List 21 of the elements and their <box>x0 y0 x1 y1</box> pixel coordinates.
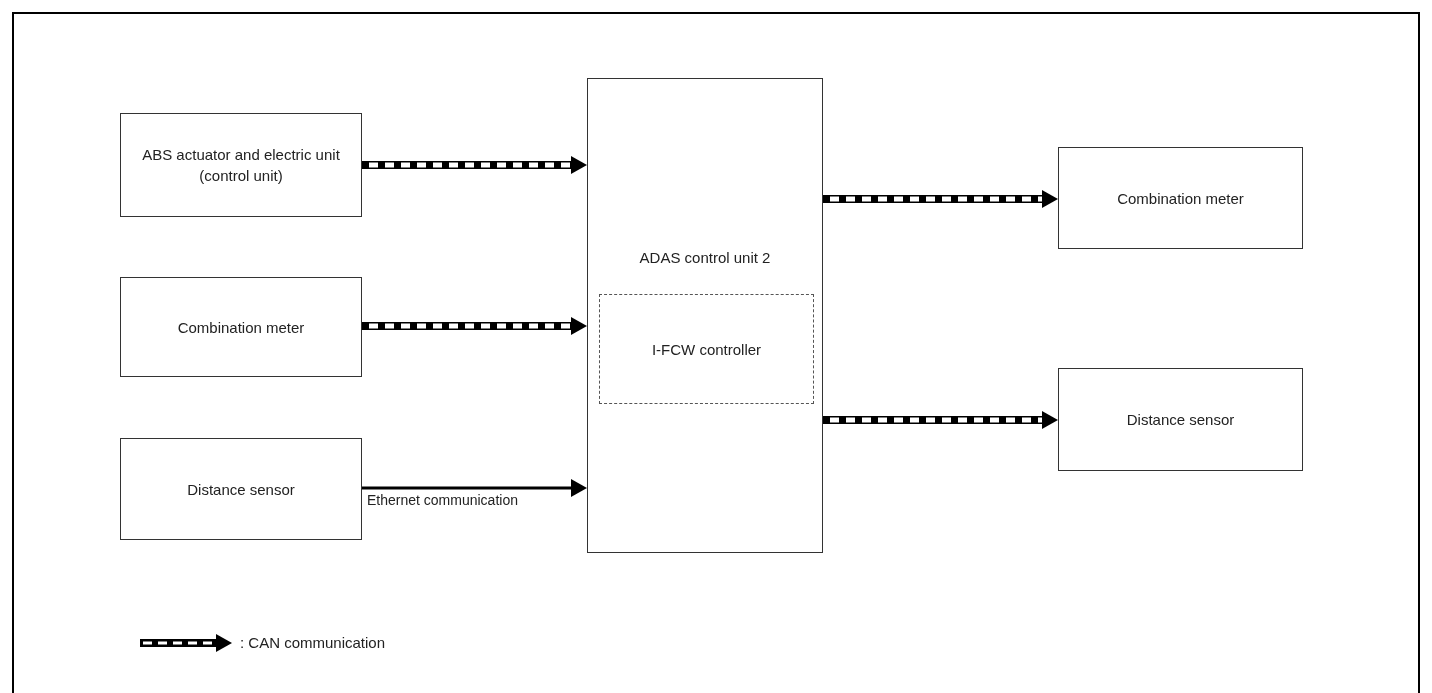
node-label: Distance sensor <box>1126 410 1235 430</box>
node-label: ABS actuator and electric unit (control unit) <box>141 145 341 186</box>
edge-label: Ethernet communication <box>367 492 518 508</box>
node-label: Combination meter <box>1117 188 1244 209</box>
arrow <box>362 156 587 174</box>
node-label: Combination meter <box>177 317 305 338</box>
unit-box <box>1058 368 1303 471</box>
arrow <box>362 479 587 497</box>
legend-label: : CAN communication <box>240 634 386 651</box>
arrow <box>823 411 1058 429</box>
arrow <box>362 317 587 335</box>
unit-box <box>120 438 362 540</box>
node-label: Distance sensor <box>187 479 295 500</box>
unit-box <box>1058 147 1303 249</box>
node-label: ADAS control unit 2 <box>639 248 771 268</box>
unit-box <box>120 113 362 217</box>
unit-box <box>120 277 362 377</box>
unit-box <box>587 78 823 553</box>
dashed-box <box>599 294 814 404</box>
node-label: I-FCW controller <box>651 339 762 360</box>
arrow <box>823 190 1058 208</box>
